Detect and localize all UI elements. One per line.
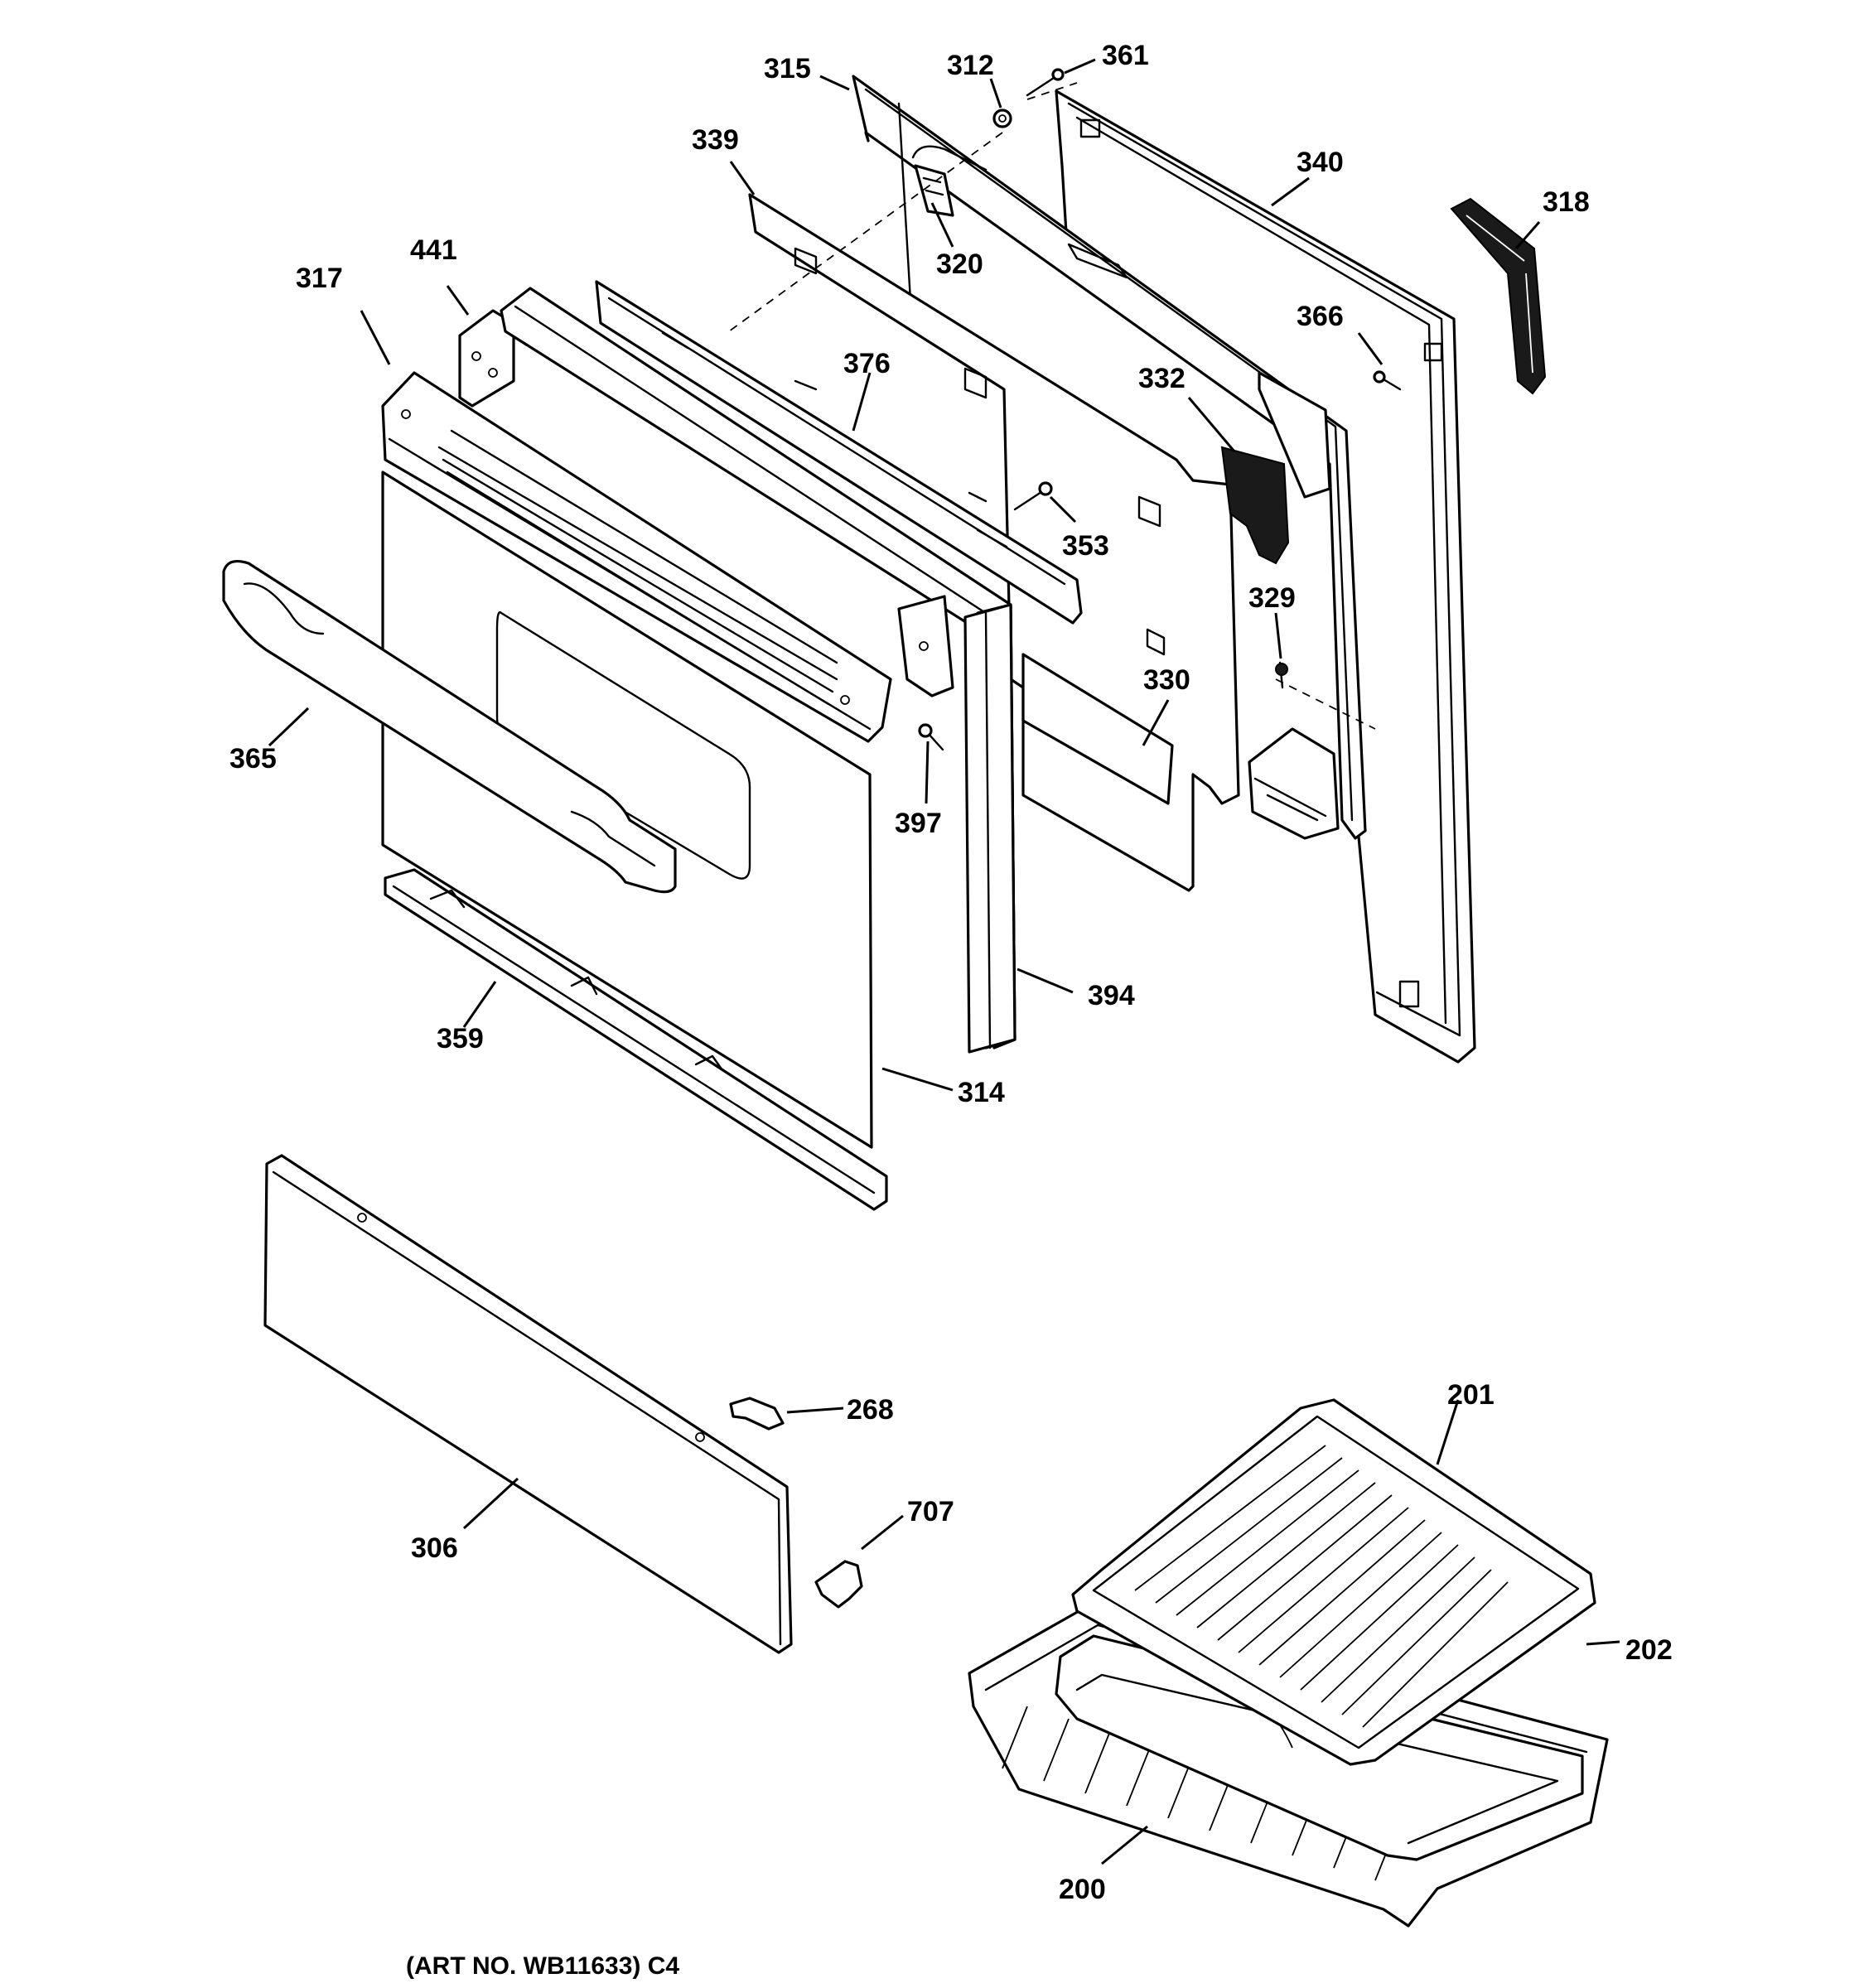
part-376-vent-channel xyxy=(595,280,1083,625)
callout-332: 332 xyxy=(1138,363,1186,394)
callout-317: 317 xyxy=(296,263,343,294)
part-320-hinge-bracket xyxy=(914,164,954,217)
part-330-insulation xyxy=(1021,653,1174,805)
leader-lines xyxy=(268,58,1620,1865)
part-359-bottom-trim xyxy=(384,868,888,1211)
callout-340: 340 xyxy=(1297,147,1344,178)
part-394-side-rail xyxy=(963,603,1017,1054)
callout-707: 707 xyxy=(907,1496,954,1527)
art-number: (ART NO. WB11633) C4 xyxy=(406,1952,679,1980)
callout-201: 201 xyxy=(1447,1379,1495,1411)
callout-202: 202 xyxy=(1625,1634,1673,1666)
callout-361: 361 xyxy=(1102,40,1149,71)
part-201-broiler-grid xyxy=(1071,1398,1596,1766)
callout-268: 268 xyxy=(847,1394,894,1426)
callout-306: 306 xyxy=(411,1532,458,1564)
part-353-screw xyxy=(1013,481,1053,511)
part-312-nut xyxy=(992,109,1012,128)
part-707-clip xyxy=(814,1560,863,1609)
callout-366: 366 xyxy=(1297,301,1344,332)
part-306-drawer-panel xyxy=(263,1154,793,1654)
callout-339: 339 xyxy=(692,124,739,156)
callout-200: 200 xyxy=(1059,1874,1106,1905)
callout-359: 359 xyxy=(437,1023,484,1054)
callout-353: 353 xyxy=(1062,530,1109,562)
assembly-lines xyxy=(728,82,1376,730)
callout-312: 312 xyxy=(947,50,994,81)
part-365-door-handle xyxy=(222,560,677,894)
part-361-bolt xyxy=(1026,68,1065,97)
callout-365: 365 xyxy=(229,743,277,774)
part-vent-trim xyxy=(381,371,892,743)
callout-318: 318 xyxy=(1543,186,1590,218)
callout-315: 315 xyxy=(764,53,811,84)
part-397-screw xyxy=(918,723,944,751)
part-268-clip xyxy=(729,1397,785,1431)
callout-329: 329 xyxy=(1248,582,1296,614)
callout-330: 330 xyxy=(1143,664,1190,696)
callout-376: 376 xyxy=(843,348,891,379)
callout-labels: 315 312 361 339 340 318 320 317 441 376 … xyxy=(229,40,1673,1905)
part-329-screw xyxy=(1275,661,1288,689)
callout-320: 320 xyxy=(936,248,983,280)
part-441-side-bracket xyxy=(458,309,515,408)
part-332-bracket xyxy=(1220,446,1290,565)
callout-441: 441 xyxy=(410,234,457,266)
callout-314: 314 xyxy=(958,1077,1005,1108)
callout-397: 397 xyxy=(895,808,942,839)
part-366-screw xyxy=(1373,370,1402,391)
callout-394: 394 xyxy=(1088,980,1135,1011)
part-318-gasket xyxy=(1450,197,1547,395)
